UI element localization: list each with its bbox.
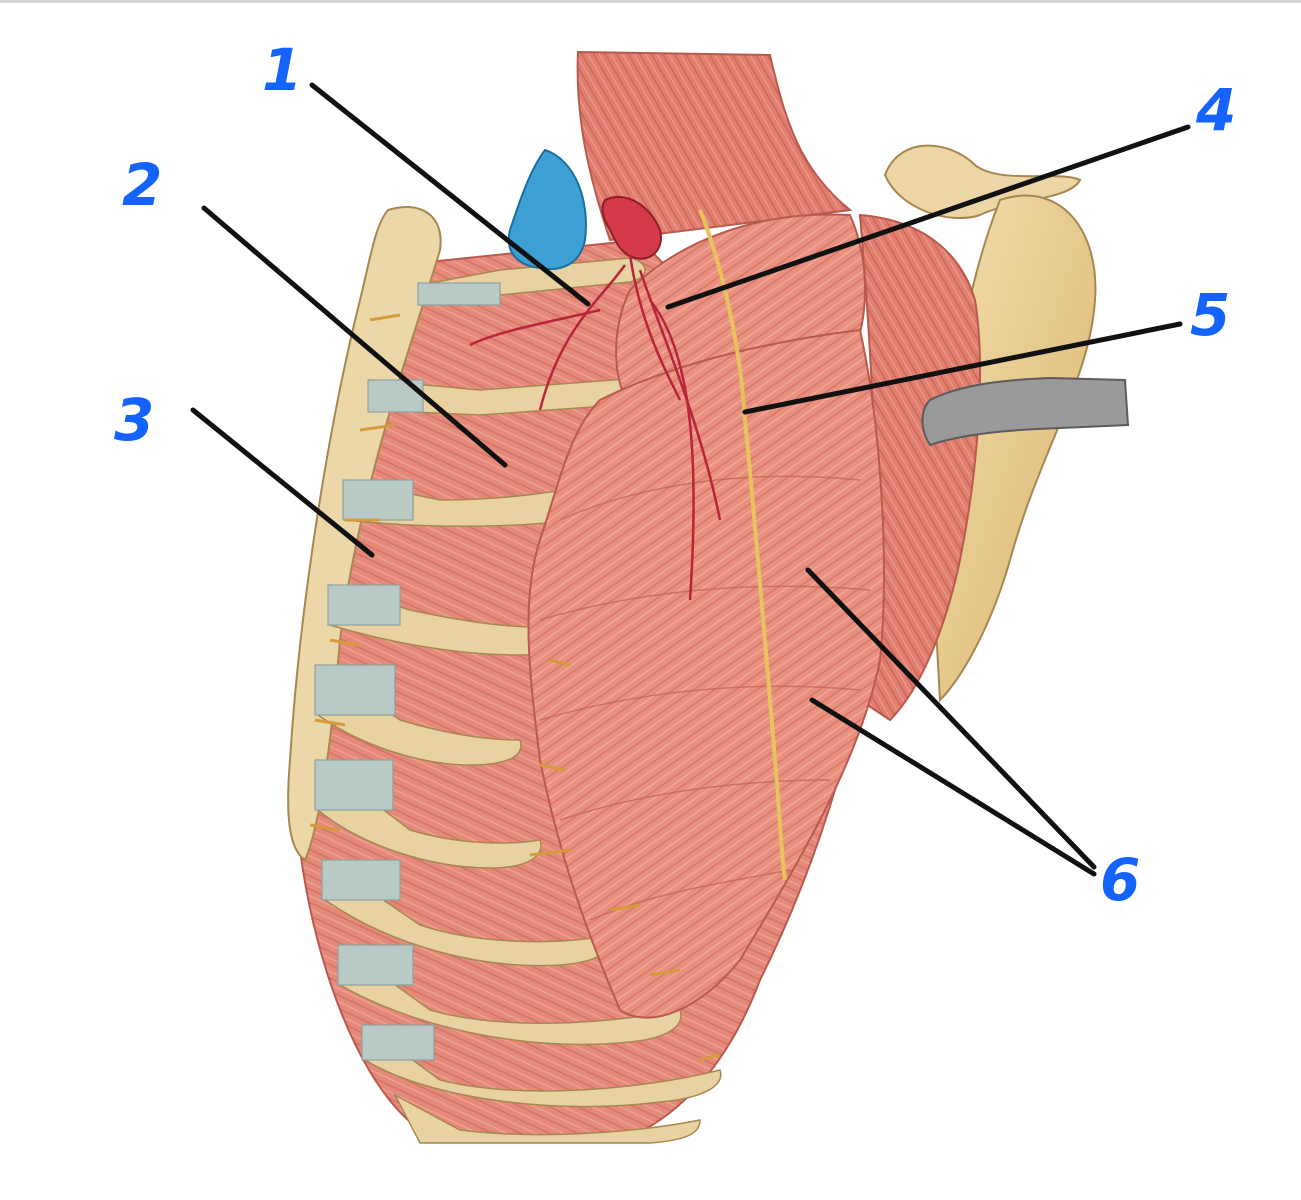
leader-line-4 bbox=[665, 124, 1191, 310]
label-5: 5 bbox=[1190, 281, 1230, 349]
long-thoracic-nerve bbox=[698, 209, 787, 881]
leader-line-6b bbox=[809, 697, 1097, 877]
label-3: 3 bbox=[114, 386, 154, 454]
retractor-clamp-icon bbox=[921, 376, 1130, 447]
leader-line-2 bbox=[201, 205, 508, 468]
leader-line-3 bbox=[190, 407, 375, 558]
leader-lines bbox=[190, 82, 1191, 877]
serratus-anterior-muscle bbox=[527, 328, 885, 1019]
subclavian-artery bbox=[601, 195, 662, 260]
label-6: 6 bbox=[1100, 846, 1140, 914]
neck-muscles bbox=[576, 50, 853, 242]
intercostal-vessels bbox=[309, 313, 721, 1062]
thoracic-arteries bbox=[469, 254, 722, 601]
label-2: 2 bbox=[122, 151, 162, 219]
label-4: 4 bbox=[1195, 76, 1236, 144]
top-border bbox=[0, 0, 1301, 3]
leader-line-6a bbox=[805, 567, 1097, 870]
leader-line-5 bbox=[742, 321, 1183, 415]
leader-line-1 bbox=[309, 82, 591, 307]
label-1: 1 bbox=[262, 36, 302, 104]
